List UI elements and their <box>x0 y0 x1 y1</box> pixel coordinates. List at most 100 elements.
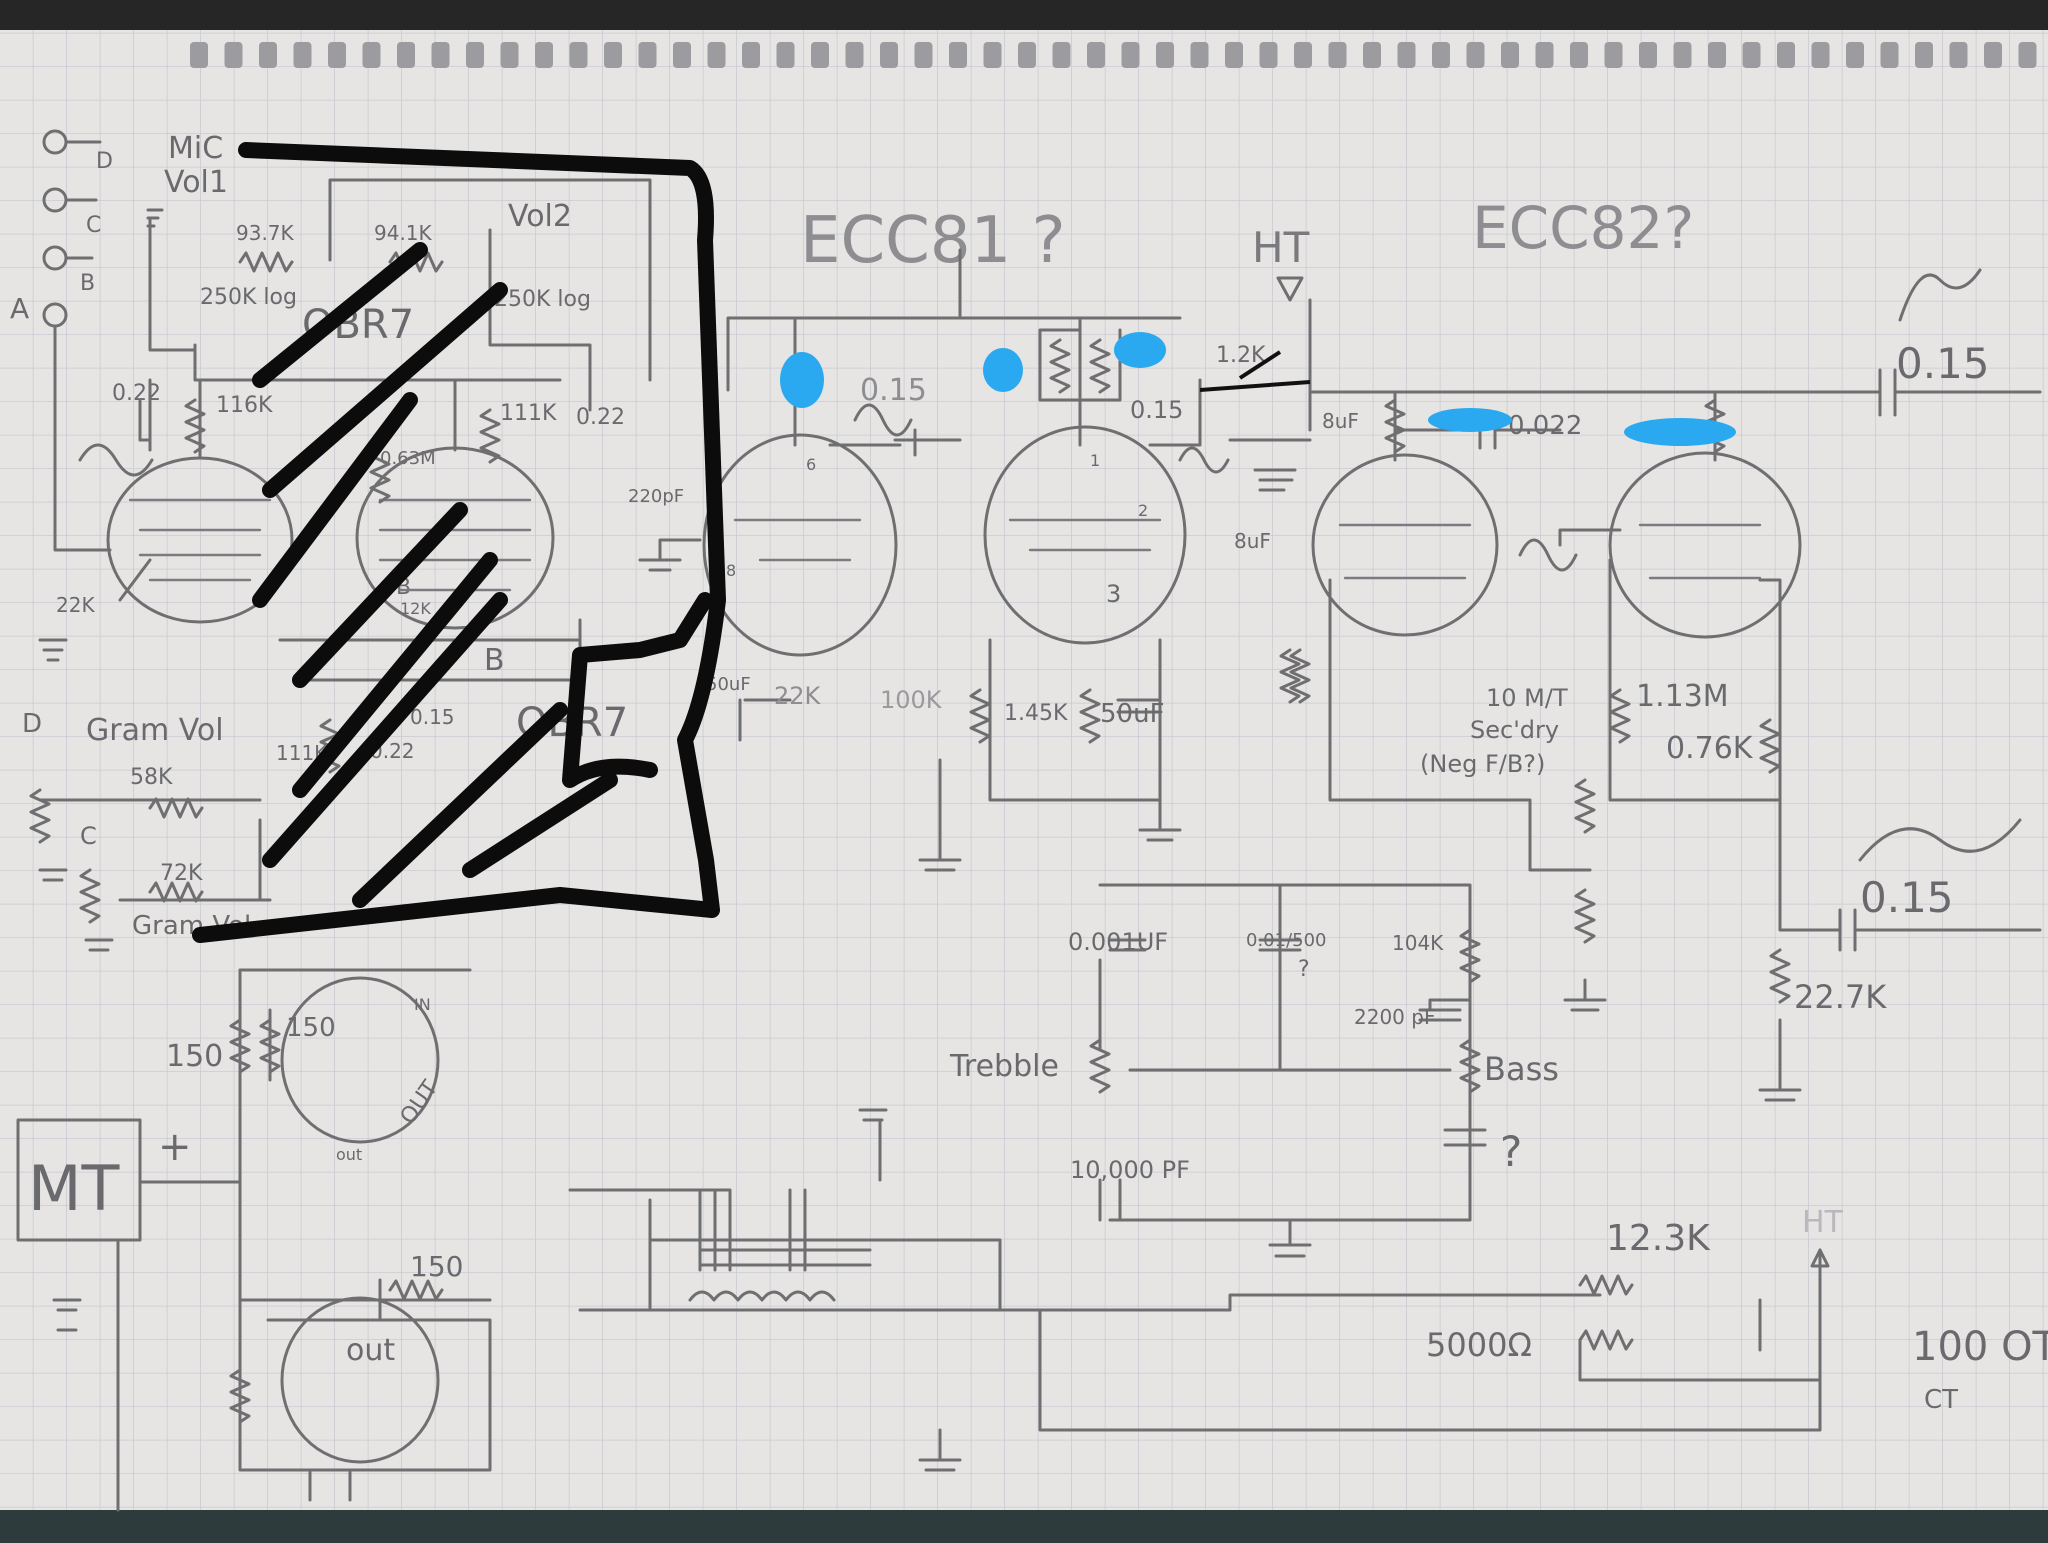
spiral-hole <box>1949 42 1968 68</box>
spiral-hole <box>224 42 243 68</box>
spiral-hole <box>569 42 588 68</box>
r-150-b-label: 150 <box>286 1013 336 1043</box>
pin-8-label: 8 <box>726 561 736 580</box>
mt-label: MT <box>28 1152 120 1225</box>
c-0022-label: 0.022 <box>1508 411 1582 441</box>
pin-in-label: IN <box>414 995 431 1014</box>
spiral-hole <box>1915 42 1933 68</box>
r-104k-label: 104K <box>1392 931 1444 955</box>
c-2200pf-label: 2200 pF <box>1354 1005 1435 1029</box>
spiral-hole <box>431 42 450 68</box>
c-015-out1-label: 0.15 <box>1896 339 1990 388</box>
r-94k-label: 94.1K <box>374 221 433 245</box>
jack-label-b: B <box>80 271 95 296</box>
r-113m-label: 1.13M <box>1636 679 1729 714</box>
c-015-a-label: 0.15 <box>860 373 927 408</box>
c-8uf-a-label: 8uF <box>1322 409 1359 433</box>
black-marker-redaction <box>192 142 726 943</box>
mt-note3-label: (Neg F/B?) <box>1420 750 1545 778</box>
spiral-hole <box>1052 42 1071 68</box>
r-150-c-label: 150 <box>410 1250 463 1283</box>
r-93k-label: 93.7K <box>236 221 295 245</box>
spiral-hole <box>1811 42 1830 68</box>
r-123k-label: 12.3K <box>1606 1218 1711 1259</box>
spiral-hole <box>604 42 622 68</box>
spiral-hole <box>776 42 795 68</box>
pin-2-label: 2 <box>1138 501 1148 520</box>
c-015-mid-label: 0.15 <box>410 705 455 729</box>
ht-bottom-label: HT <box>1802 1205 1844 1240</box>
spiral-hole <box>1259 42 1278 68</box>
spiral-hole <box>638 42 657 68</box>
ct-label: CT <box>1924 1385 1958 1415</box>
bass-label: Bass <box>1484 1050 1559 1088</box>
spiral-hole <box>1087 42 1105 68</box>
out-c-label: out <box>346 1333 395 1368</box>
ecc82-heading: ECC82? <box>1472 194 1694 262</box>
spiral-hole <box>811 42 829 68</box>
spiral-hole <box>500 42 519 68</box>
c-0001-label: 0.001UF <box>1068 928 1168 956</box>
blue-highlight-marks <box>780 332 1736 446</box>
mic-label: MiC <box>168 131 223 166</box>
pin-1-label: 1 <box>1090 451 1100 470</box>
input-jacks <box>42 129 102 552</box>
jack-label-d: D <box>96 149 113 174</box>
ecc81-stage <box>638 248 1312 872</box>
c-022b-label: 0.22 <box>576 405 625 430</box>
jack-label-a: A <box>10 292 29 325</box>
spiral-hole <box>1708 42 1726 68</box>
input-wiring <box>29 178 652 952</box>
spiral-hole <box>1397 42 1416 68</box>
spiral-hole <box>1432 42 1450 68</box>
r-227k-label: 22.7K <box>1794 978 1887 1016</box>
spiral-hole <box>466 42 484 68</box>
pin-6-label: 6 <box>806 455 816 474</box>
strike-mark <box>1199 350 1311 392</box>
spiral-hole <box>1604 42 1623 68</box>
ecc81-heading: ECC81 ? <box>800 204 1066 278</box>
output-power-section <box>16 968 1830 1512</box>
mt-note1-label: 10 M/T <box>1486 684 1568 712</box>
tube-b-label: B <box>484 643 505 678</box>
spiral-hole <box>1225 42 1243 68</box>
r-5000-label: 5000Ω <box>1426 1326 1532 1364</box>
spiral-binding <box>190 42 2037 68</box>
pin-3-label: 3 <box>1106 580 1121 608</box>
r-150-a-label: 150 <box>166 1039 223 1074</box>
spiral-hole <box>1018 42 1036 68</box>
c-8uf-b-label: 8uF <box>1234 529 1271 553</box>
q-mark-label: ? <box>1298 957 1310 982</box>
spiral-hole <box>1777 42 1795 68</box>
c-50uf-b-label: 50uF <box>1100 699 1165 729</box>
r-076k-label: 0.76K <box>1666 731 1754 766</box>
jack-label-c: C <box>86 213 101 238</box>
r-111k-label: 111K <box>500 401 557 426</box>
r-1k-label: 1.2K <box>1216 343 1266 368</box>
spiral-hole <box>1673 42 1692 68</box>
spiral-hole <box>742 42 760 68</box>
spiral-hole <box>397 42 415 68</box>
spiral-hole <box>673 42 691 68</box>
c-50uf-label: 50uF <box>706 674 751 695</box>
spiral-hole <box>362 42 381 68</box>
jack-d-lower-label: D <box>22 709 42 739</box>
spiral-hole <box>914 42 933 68</box>
ecc82-stage <box>1279 268 2042 1102</box>
r-100k-label: 100K <box>880 686 943 714</box>
q-mark-bass-label: ? <box>1500 1127 1522 1176</box>
vol1-label: Vol1 <box>164 165 228 200</box>
spiral-hole <box>707 42 726 68</box>
spiral-hole <box>2018 42 2037 68</box>
c-10000pf-label: 10,000 PF <box>1070 1156 1190 1184</box>
spiral-hole <box>949 42 967 68</box>
r-145k-label: 1.45K <box>1004 701 1068 726</box>
spiral-hole <box>1466 42 1485 68</box>
out-b-label: out <box>336 1145 362 1164</box>
c-015-out2-label: 0.15 <box>1860 873 1954 922</box>
spiral-hole <box>1294 42 1312 68</box>
r-72k-label: 72K <box>160 861 203 886</box>
vol2-label: Vol2 <box>508 199 572 234</box>
spiral-hole <box>1121 42 1140 68</box>
c-022-label: 0.22 <box>112 381 161 406</box>
